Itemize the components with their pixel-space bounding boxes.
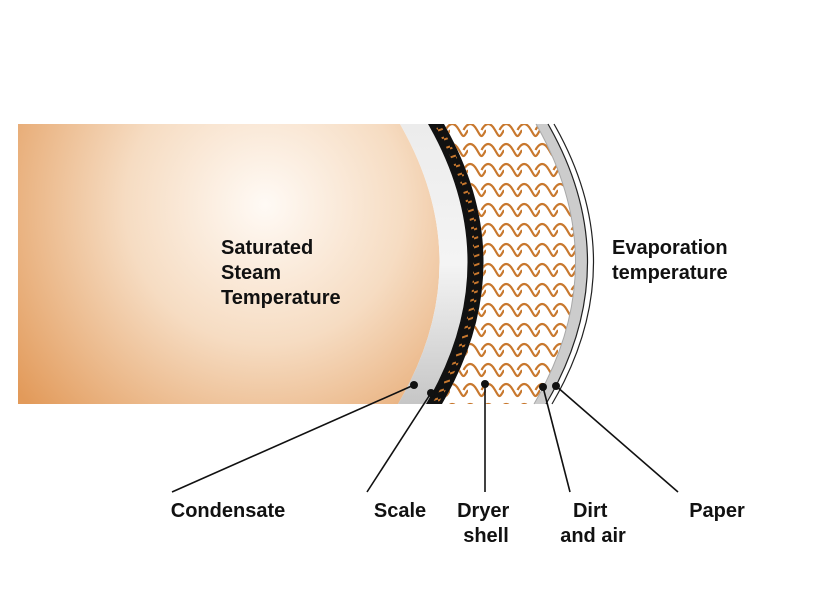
leader-lines (171, 384, 679, 493)
paper-leader (555, 385, 679, 493)
steam-temperature-label: Saturated Steam Temperature (221, 237, 341, 309)
scale-dot (427, 389, 435, 397)
condensate-leader (171, 384, 415, 493)
paper-outer-line (551, 123, 595, 405)
scale-leader (366, 392, 432, 493)
dirt-air-dot (539, 383, 547, 391)
paper-inner-line (545, 123, 589, 405)
paper-dot (552, 382, 560, 390)
scale-label: Scale (374, 500, 426, 522)
dryer-shell-label: Dryer shell (457, 500, 515, 547)
dirt-air-layer (534, 124, 588, 404)
condensate-label: Condensate (171, 500, 285, 522)
dirt-and-air-label: Dirt and air (560, 500, 626, 547)
condensate-layer (398, 124, 468, 404)
dirt-air-inner-edge (533, 123, 576, 405)
dirt-air-leader (542, 386, 571, 493)
scale-texture (432, 124, 480, 404)
leader-dots (410, 380, 560, 397)
evaporation-temperature-label: Evaporation temperature (612, 237, 733, 284)
dryer-shell-layer (442, 124, 576, 404)
condensate-dot (410, 381, 418, 389)
dryer-shell-dot (481, 380, 489, 388)
paper-label: Paper (689, 500, 745, 522)
steam-region (18, 124, 440, 404)
